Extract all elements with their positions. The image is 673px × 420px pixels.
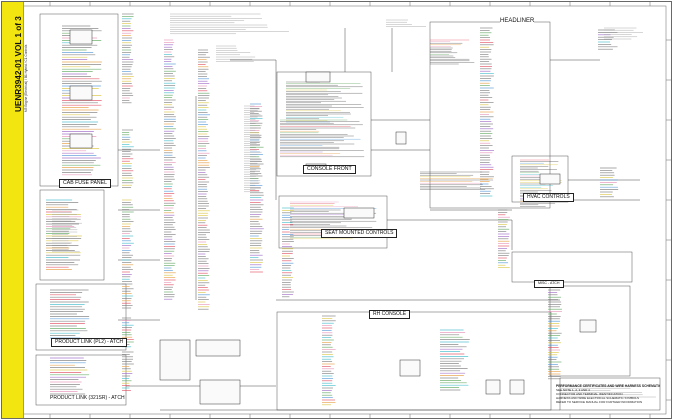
zone-label-hvac-controls: HVAC CONTROLS — [523, 193, 574, 202]
connector — [539, 173, 561, 185]
connector — [485, 379, 501, 395]
region-outline — [35, 354, 127, 406]
connector — [69, 85, 93, 101]
grid-ticks — [49, 2, 671, 418]
region-outline — [278, 195, 388, 249]
region-outline — [511, 251, 633, 283]
zone-label-console-front: CONSOLE FRONT — [303, 165, 356, 175]
document-subtitle: M3 Engine (Electrical) / B1 Hybrid / C1 … — [24, 44, 28, 112]
notes-block: PERFORMANCE CERTIFICATES AND WIRE HARNES… — [556, 384, 660, 404]
connector — [395, 131, 407, 145]
notes-line: HARNESS AND WIRE ELECTRICAL SCHEMATIC SY… — [556, 396, 640, 400]
wire-bundles — [46, 13, 619, 406]
micro-text — [52, 13, 656, 398]
connector — [399, 359, 421, 377]
notes-line: SEE NOTE 1, 2, 3 AND 4 — [556, 388, 590, 392]
connector — [305, 71, 331, 83]
connector — [509, 379, 525, 395]
connector — [69, 29, 93, 45]
notes-line: CONNECTOR AND TERMINAL IDENTIFICATION — [556, 392, 623, 396]
connector — [199, 379, 241, 405]
zone-label-product-link-1: PRODUCT LINK (PL2) - ATCH — [51, 338, 128, 347]
region-outline — [39, 189, 105, 281]
connector — [579, 319, 597, 333]
wire-run — [230, 59, 277, 200]
connector — [69, 133, 93, 149]
zone-label-product-link-2: PRODUCT LINK (321SR) - ATCH — [50, 395, 125, 401]
notes-line: REFER TO SERVICE MANUAL FOR FURTHER INFO… — [556, 400, 643, 404]
connectors — [69, 29, 597, 405]
zone-label-seat-mounted-controls: SEAT MOUNTED CONTROLS — [321, 229, 398, 238]
zone-label-misc: MISC - ATCH — [534, 280, 564, 288]
notes-heading: PERFORMANCE CERTIFICATES AND WIRE HARNES… — [556, 384, 660, 388]
connector — [159, 339, 191, 381]
region-outline — [429, 21, 551, 209]
zone-label-cab-fuse-panel: CAB FUSE PANEL — [59, 179, 112, 189]
wire-run — [387, 219, 513, 250]
zone-label-headliner: HEADLINER — [500, 18, 535, 24]
region-outline — [511, 155, 569, 203]
zone-label-rh-console: RH CONSOLE — [369, 310, 411, 319]
connector — [195, 339, 241, 357]
title-band: UENR3942-01 VOL 1 of 3 M3 Engine (Electr… — [2, 2, 28, 418]
region-outline — [559, 377, 661, 411]
connector — [343, 207, 375, 219]
document-title-block: UENR3942-01 VOL 1 of 3 M3 Engine (Electr… — [14, 16, 28, 112]
document-title: UENR3942-01 VOL 1 of 3 — [14, 16, 23, 112]
region-outline — [35, 283, 127, 351]
